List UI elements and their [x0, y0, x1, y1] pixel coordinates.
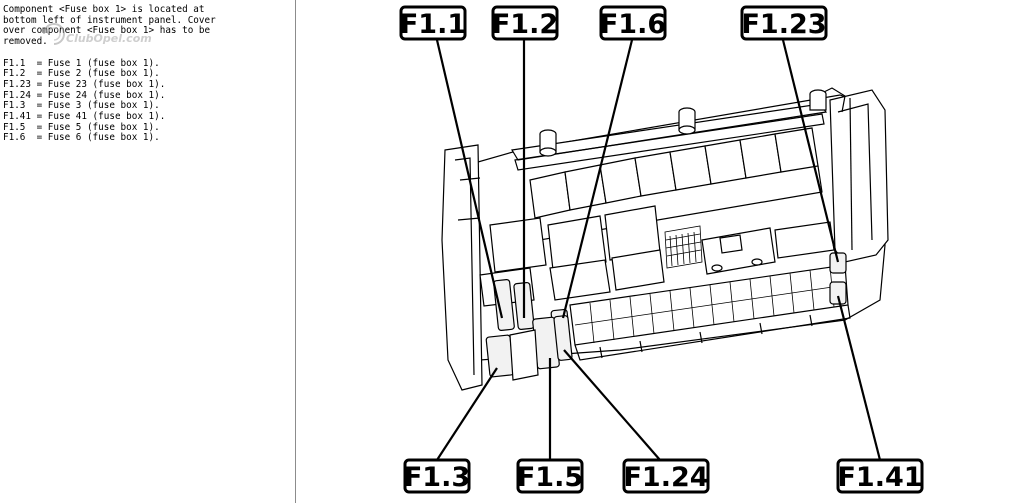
- label-f1-2: F1.2: [491, 5, 559, 41]
- label-f1-23: F1.23: [740, 5, 828, 41]
- svg-text:F1.41: F1.41: [837, 462, 922, 493]
- svg-text:F1.2: F1.2: [492, 9, 558, 40]
- fuse-legend-line: F1.1 = Fuse 1 (fuse box 1).: [3, 57, 160, 69]
- svg-text:F1.1: F1.1: [400, 9, 466, 40]
- svg-text:F1.23: F1.23: [741, 9, 826, 40]
- description-pane: Component <Fuse box 1> is located at bot…: [0, 0, 296, 503]
- leader-lines: [435, 39, 882, 461]
- fuse-legend-line: F1.3 = Fuse 3 (fuse box 1).: [3, 100, 160, 112]
- fuse-slot-grid: [569, 264, 851, 361]
- label-f1-1: F1.1: [399, 5, 467, 41]
- mounting-bolt: [678, 107, 696, 135]
- fuse-legend-line: F1.23 = Fuse 23 (fuse box 1).: [3, 78, 166, 90]
- description-line: removed.: [3, 36, 48, 48]
- fuse-f1-23: [829, 252, 847, 274]
- fuse-box-diagram: F1.1 F1.2 F1.6 F1.23 F1.3 F1.5 F1.24 F1.…: [399, 5, 924, 494]
- label-f1-3: F1.3: [403, 458, 471, 494]
- label-f1-5: F1.5: [516, 458, 584, 494]
- mounting-bolt: [539, 129, 557, 157]
- svg-text:F1.24: F1.24: [623, 462, 708, 493]
- fuse-f1-1: [493, 278, 515, 332]
- mounting-bolt: [809, 89, 827, 111]
- label-f1-41: F1.41: [836, 458, 924, 494]
- fuse-f1-41: [829, 281, 847, 305]
- fuse-legend-line: F1.2 = Fuse 2 (fuse box 1).: [3, 68, 160, 80]
- label-f1-6: F1.6: [599, 5, 667, 41]
- fuse-f1-24: [553, 315, 573, 361]
- fuse-legend-line: F1.6 = Fuse 6 (fuse box 1).: [3, 132, 160, 144]
- description-line: over component <Fuse box 1> has to be: [3, 25, 211, 37]
- svg-text:F1.3: F1.3: [404, 462, 470, 493]
- svg-text:F1.6: F1.6: [600, 9, 666, 40]
- watermark-text: ClubOpel.com: [66, 32, 152, 45]
- fuse-legend-line: F1.24 = Fuse 24 (fuse box 1).: [3, 89, 166, 101]
- svg-text:F1.5: F1.5: [517, 462, 583, 493]
- clubopel-watermark-logo: ClubOpel.com: [43, 23, 152, 45]
- description-line: bottom left of instrument panel. Cover: [3, 14, 216, 26]
- fuse-box-illustration: [441, 87, 889, 391]
- label-f1-24: F1.24: [622, 458, 710, 494]
- fuse-legend-line: F1.41 = Fuse 41 (fuse box 1).: [3, 111, 166, 123]
- hatched-area: [664, 225, 703, 269]
- description-line: Component <Fuse box 1> is located at: [3, 4, 205, 15]
- fuse-legend-line: F1.5 = Fuse 5 (fuse box 1).: [3, 121, 160, 133]
